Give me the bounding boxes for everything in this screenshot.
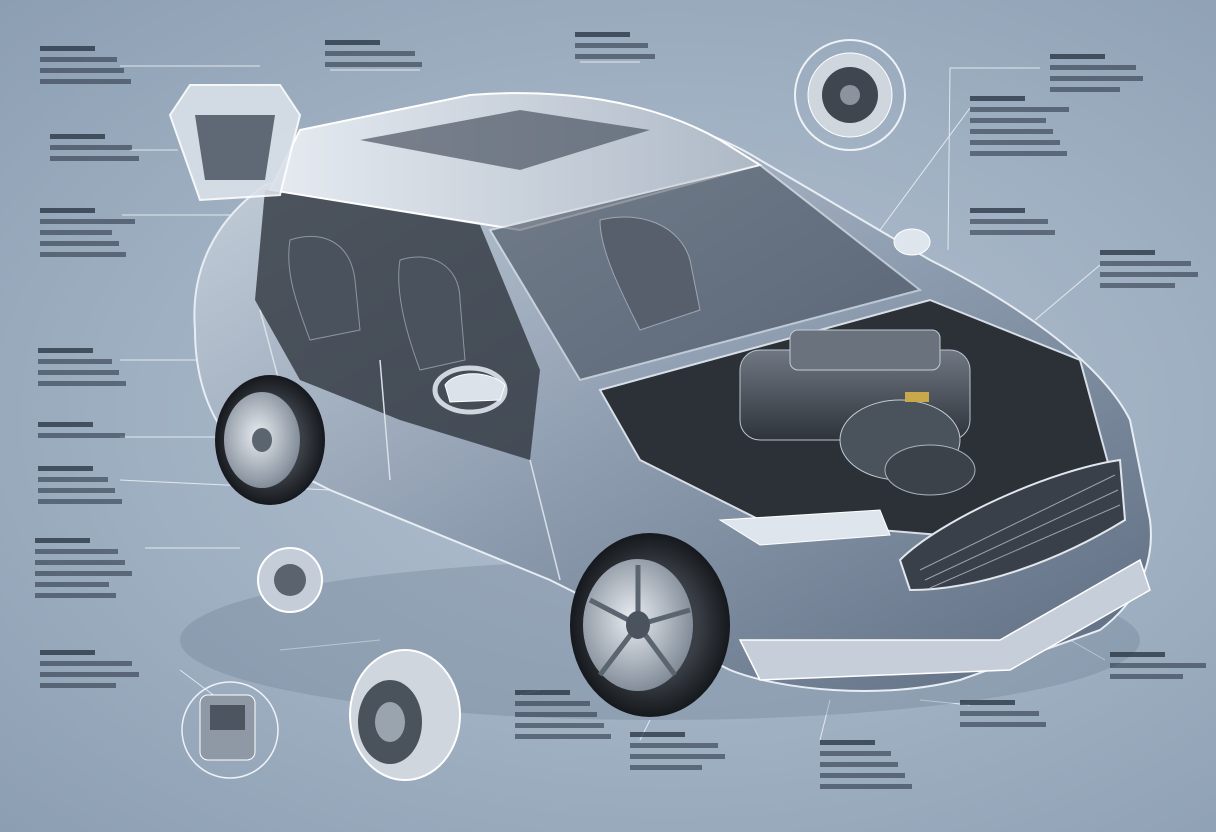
annotation-line: [40, 672, 139, 677]
annotation-line: [35, 593, 116, 598]
annotation-line: [35, 549, 118, 554]
annotation-line: [38, 422, 93, 427]
annotation-line: [970, 118, 1046, 123]
annotation-line: [40, 219, 135, 224]
annotation-line: [515, 701, 590, 706]
annotation-line: [1050, 65, 1136, 70]
annotation-line: [1110, 652, 1165, 657]
annotation-line: [575, 54, 655, 59]
annotation-line: [820, 784, 912, 789]
annotation-line: [630, 754, 725, 759]
annotation-line: [40, 661, 132, 666]
annotation-line: [38, 433, 125, 438]
annotation-line: [38, 348, 93, 353]
annotation-line: [40, 208, 95, 213]
annotation-line: [38, 488, 115, 493]
annotation-line: [820, 751, 891, 756]
annotation-line: [970, 140, 1060, 145]
annotation-line: [40, 230, 112, 235]
annotation-line: [1050, 54, 1105, 59]
annotation-line: [38, 370, 119, 375]
annotation-line: [960, 700, 1015, 705]
annotation-line: [50, 156, 139, 161]
annotation-line: [575, 32, 630, 37]
rear-wheel: [215, 375, 325, 505]
annotation-line: [630, 732, 685, 737]
annotation-line: [1100, 250, 1155, 255]
annotation-line: [40, 683, 116, 688]
wheel-hub-detail: [181, 681, 279, 779]
headlight: [718, 509, 891, 546]
annotation-line: [515, 690, 570, 695]
annotation-line: [970, 129, 1053, 134]
front-bumper: [738, 558, 1151, 681]
annotation-line: [575, 43, 648, 48]
annotation-line: [38, 499, 122, 504]
annotation-line: [1100, 261, 1191, 266]
annotation-line: [40, 46, 95, 51]
annotation-line: [50, 145, 132, 150]
bearing-detail: [349, 649, 461, 781]
annotation-line: [970, 219, 1048, 224]
side-mirror-detail: [168, 84, 302, 202]
annotation-line: [970, 107, 1069, 112]
annotation-line: [820, 740, 875, 745]
windshield: [488, 163, 923, 382]
sensor-detail: [257, 547, 323, 613]
annotation-text-blocks: [35, 32, 1206, 789]
annotation-line: [970, 96, 1025, 101]
annotation-line: [325, 62, 422, 67]
annotation-line: [35, 582, 109, 587]
annotation-line: [50, 134, 105, 139]
annotation-line: [325, 51, 415, 56]
annotation-line: [40, 57, 117, 62]
annotation-line: [38, 359, 112, 364]
annotation-line: [515, 734, 611, 739]
annotation-line: [40, 650, 95, 655]
annotation-line: [38, 381, 126, 386]
annotation-line: [1110, 674, 1183, 679]
annotation-line: [1100, 283, 1175, 288]
annotation-line: [630, 765, 702, 770]
speaker-detail: [794, 39, 906, 151]
annotation-line: [40, 68, 124, 73]
annotation-line: [1110, 663, 1206, 668]
annotation-line: [630, 743, 718, 748]
annotation-line: [970, 208, 1025, 213]
car-body: [193, 92, 1152, 692]
annotation-line: [40, 241, 119, 246]
annotation-line: [40, 252, 126, 257]
annotation-line: [960, 722, 1046, 727]
annotation-line: [325, 40, 380, 45]
annotation-line: [515, 723, 604, 728]
annotation-line: [35, 571, 132, 576]
annotation-line: [970, 151, 1067, 156]
sunroof: [360, 110, 650, 170]
annotation-line: [35, 560, 125, 565]
annotation-line: [38, 466, 93, 471]
annotation-line: [515, 712, 597, 717]
annotation-line: [1050, 87, 1120, 92]
annotation-line: [960, 711, 1039, 716]
annotation-line: [970, 230, 1055, 235]
annotation-line: [40, 79, 131, 84]
right-mirror: [893, 228, 931, 256]
annotation-line: [35, 538, 90, 543]
annotation-line: [820, 773, 905, 778]
annotation-line: [1100, 272, 1198, 277]
annotation-line: [820, 762, 898, 767]
front-wheel: [570, 533, 730, 717]
annotation-line: [38, 477, 108, 482]
annotation-line: [1050, 76, 1143, 81]
